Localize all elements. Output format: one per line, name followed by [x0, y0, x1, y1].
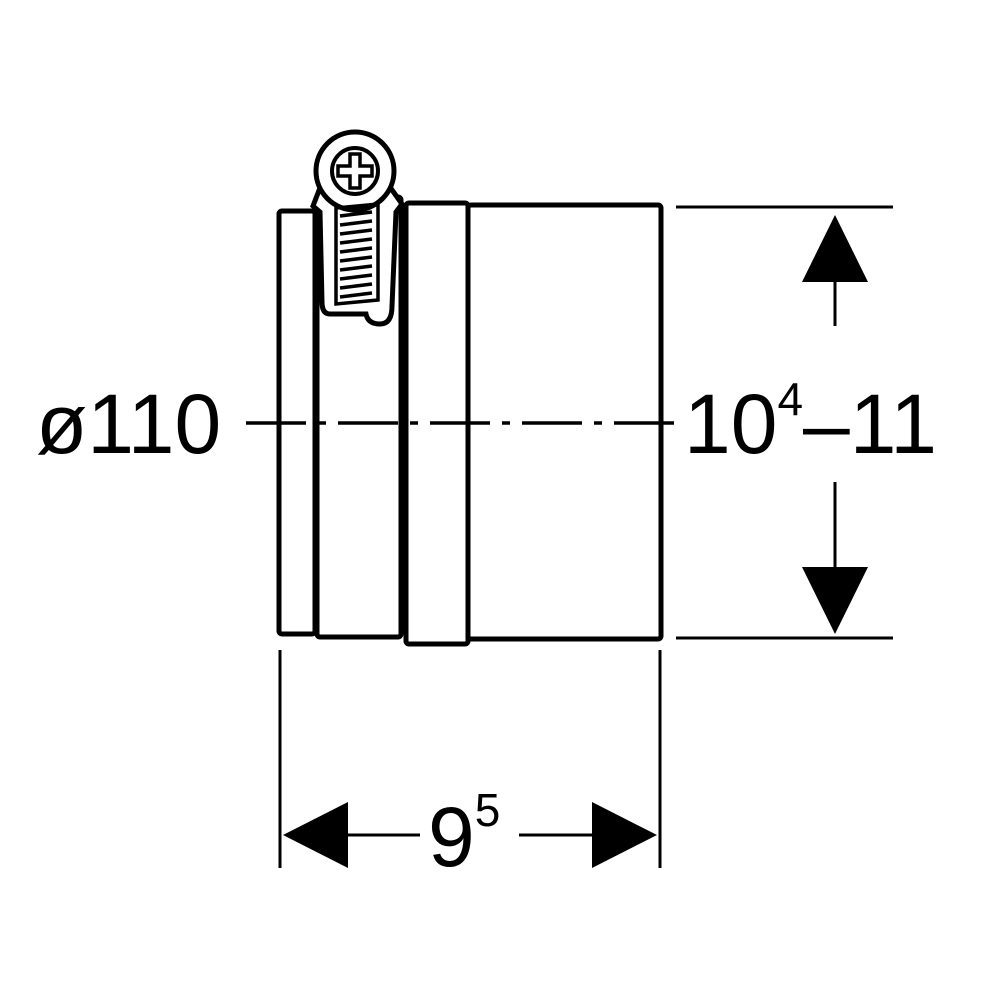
clamp-band-slots	[339, 210, 373, 299]
clamp-slot-border	[334, 202, 380, 306]
height-label: 104–11	[684, 373, 937, 471]
height-label-rest: –11	[803, 377, 937, 471]
diameter-label: ø110	[36, 377, 221, 471]
phillips-cross-icon	[336, 152, 374, 190]
arrow-right-icon	[592, 802, 657, 868]
length-label-base: 9	[428, 790, 475, 884]
length-label-superscript: 5	[475, 784, 501, 836]
arrow-down-icon	[802, 567, 868, 634]
hose-clamp	[310, 129, 406, 327]
height-dimension	[676, 205, 893, 640]
arrow-left-icon	[283, 802, 348, 868]
length-label: 95	[428, 784, 500, 884]
height-label-superscript: 4	[777, 373, 803, 425]
height-label-base: 10	[684, 377, 777, 471]
arrow-up-icon	[802, 215, 868, 282]
length-dimension	[278, 650, 662, 868]
